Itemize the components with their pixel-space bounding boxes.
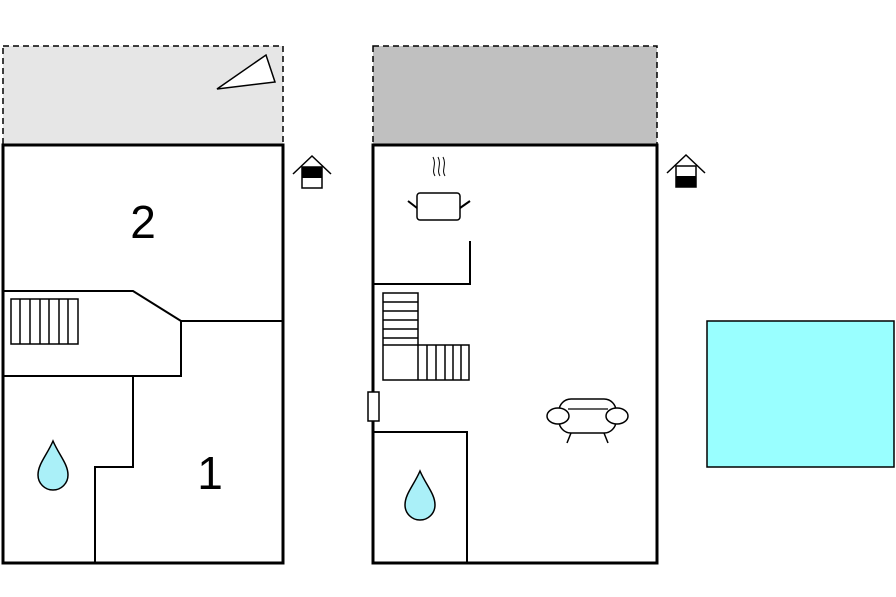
outer-wall-left: [1, 143, 285, 565]
bathroom-wall: [373, 431, 468, 563]
cooking-pot-icon: [407, 156, 471, 221]
sun-lounger-icon: [216, 53, 277, 90]
staircase-icon: [10, 298, 79, 345]
terrace-right: [372, 45, 658, 146]
window-shade-icon: [666, 153, 706, 188]
stair-hall-wall: [3, 290, 283, 322]
water-drop-icon: [37, 439, 69, 491]
water-drop-icon: [404, 469, 436, 521]
terrace-left: [2, 45, 284, 146]
stair-hall-wall-lower: [3, 321, 182, 377]
bathroom-wall: [94, 376, 134, 563]
floor-left: 2 1: [1, 45, 332, 565]
room-number-1: 1: [197, 447, 223, 499]
sofa-icon: [546, 398, 629, 444]
outer-wall-right: [371, 143, 659, 565]
window-shade-icon: [292, 154, 332, 189]
floor-right: [367, 45, 706, 565]
door-icon: [367, 391, 380, 422]
swimming-pool: [706, 320, 895, 468]
kitchen-wall: [373, 241, 471, 285]
staircase-icon: [382, 292, 470, 381]
room-number-2: 2: [130, 196, 156, 248]
